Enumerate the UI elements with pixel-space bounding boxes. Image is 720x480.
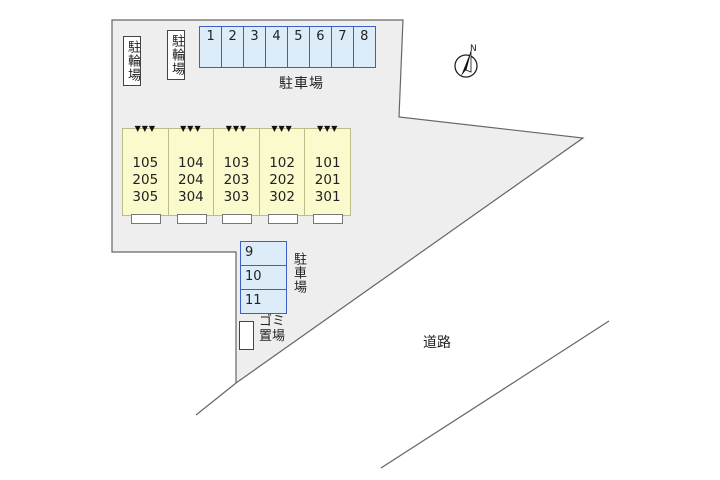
entrance-step — [267, 214, 298, 224]
parking-space-top: 7 — [330, 26, 354, 68]
entrance-marker-icon: ▼▼▼ — [180, 124, 202, 133]
room-number: 105 — [132, 155, 159, 171]
room-number: 302 — [269, 189, 295, 205]
road-edge-lower — [380, 320, 610, 469]
room-number: 205 — [132, 172, 159, 188]
parking-space-top: 1 — [199, 26, 223, 68]
entrance-marker-icon: ▼▼▼ — [225, 124, 248, 133]
parking-space-top: 6 — [308, 26, 333, 68]
entrance-step — [131, 214, 161, 224]
parking-space-side: 10 — [240, 265, 287, 290]
parking-side-label: 駐車場 — [291, 252, 306, 294]
road-label: 道路 — [423, 335, 451, 351]
parking-top-label: 駐車場 — [279, 76, 324, 92]
room-number: 201 — [314, 172, 341, 188]
compass-icon — [454, 50, 478, 78]
road-edge-upper — [195, 382, 237, 416]
room-number: 103 — [223, 155, 250, 171]
garbage-area-label: ゴミ置場 — [259, 314, 293, 344]
entrance-step — [313, 214, 344, 224]
room-number: 305 — [132, 189, 159, 205]
parking-space-top: 5 — [286, 26, 311, 68]
room-number: 304 — [178, 189, 204, 205]
bicycle-parking-label: 駐輪場 — [167, 30, 185, 80]
entrance-step — [176, 214, 207, 224]
entrance-marker-icon: ▼▼▼ — [316, 124, 339, 133]
parking-space-side: 11 — [240, 289, 287, 314]
room-number: 101 — [314, 155, 341, 171]
room-number: 301 — [314, 189, 341, 205]
parking-space-top: 3 — [242, 26, 267, 68]
room-number: 204 — [178, 172, 204, 188]
garbage-bin-icon — [239, 321, 254, 350]
parking-space-top: 2 — [220, 26, 245, 68]
parking-space-top: 4 — [264, 26, 289, 68]
room-number: 303 — [223, 189, 250, 205]
entrance-marker-icon: ▼▼▼ — [134, 124, 157, 133]
entrance-step — [222, 214, 253, 224]
garbage-area-text: ゴミ置場 — [259, 314, 286, 344]
bicycle-parking-label: 駐輪場 — [123, 36, 141, 86]
entrance-marker-icon: ▼▼▼ — [271, 124, 293, 133]
room-number: 104 — [178, 155, 204, 171]
parking-space-side: 9 — [240, 241, 287, 266]
parking-space-top: 8 — [352, 26, 376, 68]
room-number: 202 — [269, 172, 295, 188]
room-number: 203 — [223, 172, 250, 188]
room-number: 102 — [269, 155, 295, 171]
compass-north-label: N — [470, 44, 477, 54]
